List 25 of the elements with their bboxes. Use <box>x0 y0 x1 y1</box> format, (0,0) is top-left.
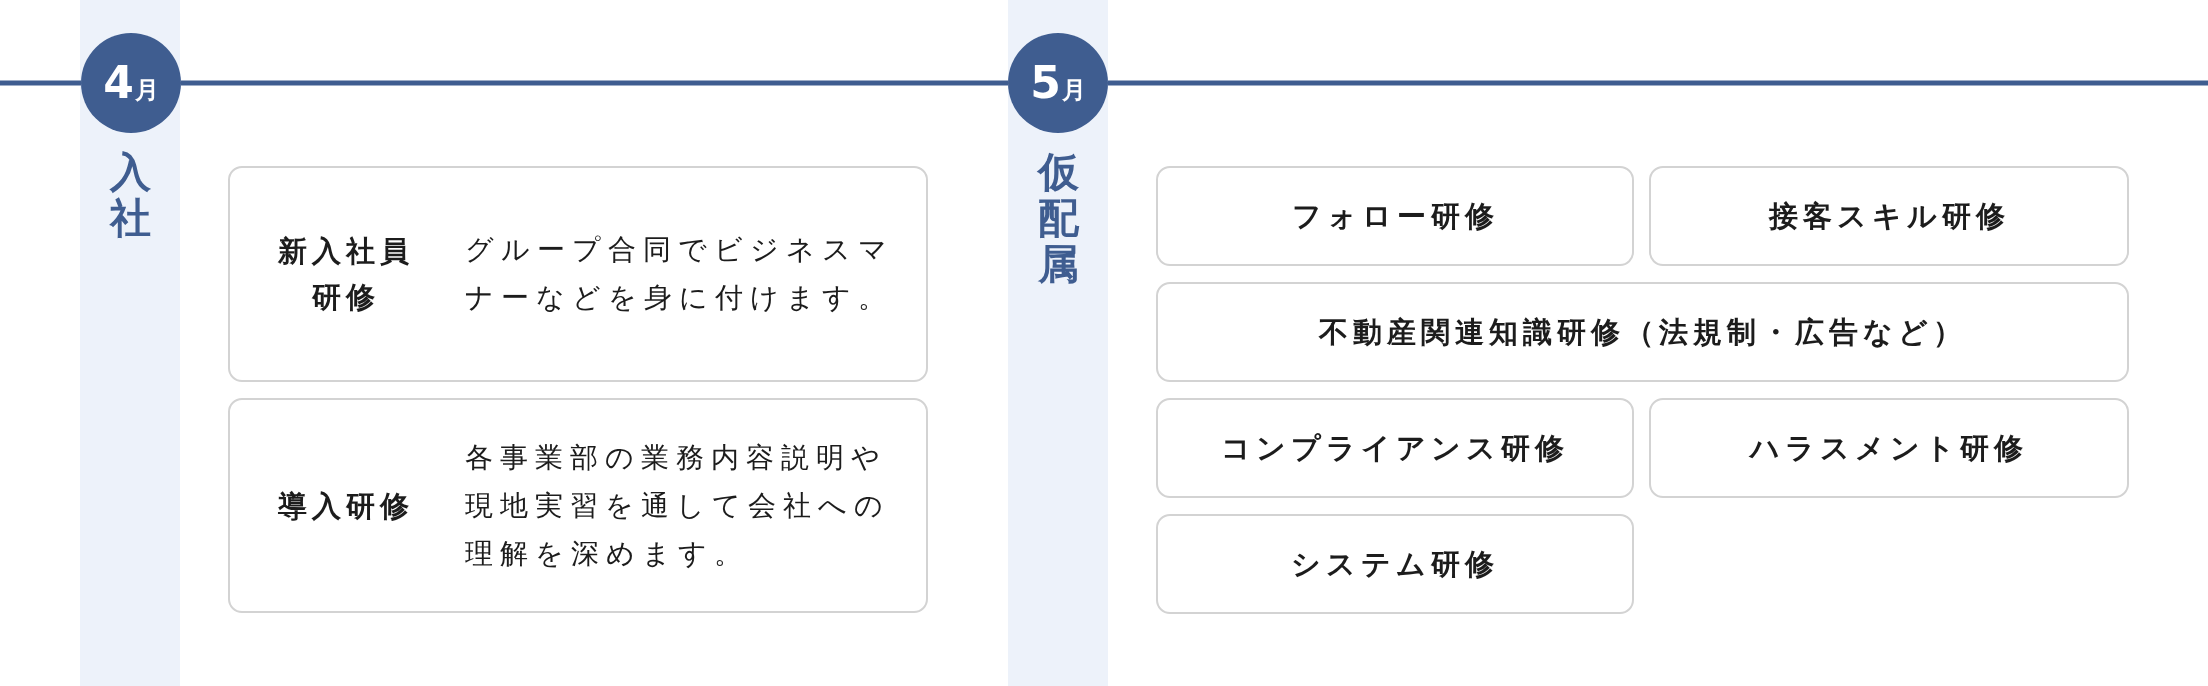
training-title: コンプライアンス研修 <box>1221 430 1569 467</box>
training-card <box>228 398 928 613</box>
training-card <box>1156 398 1634 498</box>
training-title: 導入研修 <box>277 487 415 525</box>
training-title: フォロー研修 <box>1291 198 1499 235</box>
training-title: システム研修 <box>1291 546 1499 583</box>
training-title: 新入社員研修 <box>277 233 415 316</box>
month-label: 5月 <box>1030 61 1086 105</box>
training-title: ハラスメント研修 <box>1750 430 2028 467</box>
training-card <box>228 166 928 382</box>
training-card <box>1649 398 2129 498</box>
stage-label: 入社 <box>109 150 151 242</box>
timeline-line <box>0 80 81 86</box>
training-title: 不動産関連知識研修（法規制・広告など） <box>1318 314 1967 351</box>
training-card <box>1649 166 2129 266</box>
month-label: 4月 <box>103 61 159 105</box>
training-title: 接客スキル研修 <box>1768 198 2010 235</box>
training-card <box>1156 282 2129 382</box>
timeline-line <box>181 80 1008 86</box>
stage-label: 仮配属 <box>1037 150 1079 288</box>
training-card <box>1156 514 1634 614</box>
training-description: 各事業部の業務内容説明や現地実習を通して会社への理解を深めます。 <box>465 439 891 572</box>
training-description: グループ合同でビジネスマナーなどを身に付けます。 <box>465 232 895 316</box>
training-card <box>1156 166 1634 266</box>
timeline-line <box>1108 80 2208 86</box>
